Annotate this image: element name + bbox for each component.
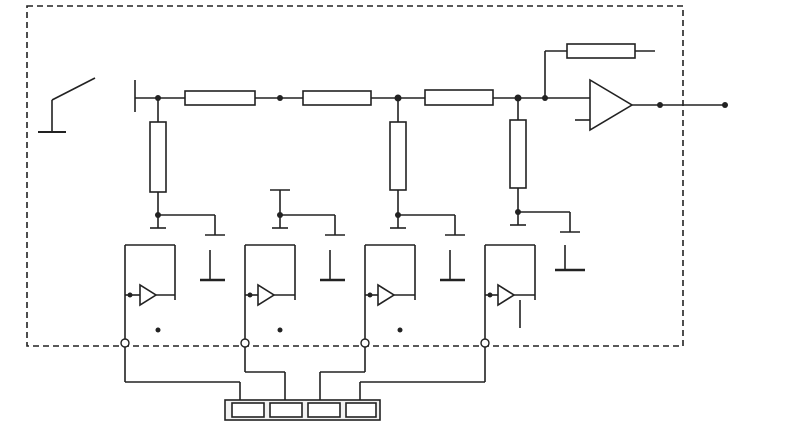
- buffer-stage-2: [257, 283, 276, 307]
- resistor-series-1: [184, 90, 256, 106]
- resistor-shunt-3: [509, 119, 527, 189]
- resistor-feedback: [566, 43, 636, 59]
- ground-symbol: [38, 77, 96, 133]
- control-connector: [224, 399, 381, 421]
- resistor-shunt-2: [389, 121, 407, 191]
- resistor-series-2: [302, 90, 372, 106]
- terminal-circles: [120, 338, 490, 348]
- switch-stage-1: [124, 214, 225, 340]
- switch-stage-4: [484, 211, 585, 340]
- buffer-stage-3: [377, 283, 396, 307]
- connector-pin-1: [231, 402, 265, 418]
- resistor-series-3: [424, 89, 494, 106]
- buffer-stage-4: [497, 283, 516, 307]
- op-amp: [589, 78, 634, 132]
- module-enclosure: [26, 5, 684, 347]
- buffer-stage-1: [139, 283, 158, 307]
- connector-pin-4: [345, 402, 377, 418]
- connector-pin-3: [307, 402, 341, 418]
- switch-stage-3: [364, 214, 465, 340]
- junction-dots: [127, 94, 728, 333]
- resistor-shunt-1: [149, 121, 167, 193]
- switch-stage-2: [244, 214, 345, 340]
- connector-pin-2: [269, 402, 303, 418]
